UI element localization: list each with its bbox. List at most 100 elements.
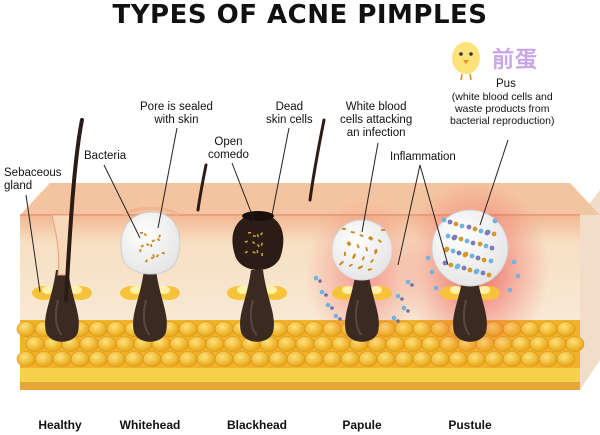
white-blood-cell <box>318 279 322 283</box>
hair-stray-2 <box>308 118 326 202</box>
bacteria <box>338 261 343 266</box>
bacteria <box>374 250 377 255</box>
white-blood-cell <box>406 309 410 313</box>
pus-particle <box>478 228 484 234</box>
fat-cell <box>223 336 243 352</box>
fat-cell <box>88 321 108 337</box>
label-pus-description: (white blood cells and waste products fr… <box>450 91 555 127</box>
fat-cell <box>79 336 99 352</box>
pus-particle <box>441 217 447 223</box>
fat-cell <box>304 351 324 367</box>
pus-particle <box>475 255 481 261</box>
label-bacteria: Bacteria <box>84 150 127 162</box>
fat-cell <box>556 351 576 367</box>
bacteria <box>139 249 142 253</box>
pus-particle <box>469 253 475 259</box>
fat-cell <box>187 336 207 352</box>
fat-cell <box>538 351 558 367</box>
fat-cell <box>520 351 540 367</box>
white-blood-cell <box>338 317 342 321</box>
bacteria <box>348 263 353 268</box>
fat-cell <box>115 336 135 352</box>
fat-cell <box>529 336 549 352</box>
bacteria <box>150 257 154 260</box>
follicle-healthy <box>32 214 92 342</box>
fat-cell <box>196 321 216 337</box>
chick-icon <box>452 42 480 81</box>
pus-particle <box>445 233 451 239</box>
gland-highlight <box>265 286 277 294</box>
fat-cell <box>106 351 126 367</box>
whitehead-plug <box>120 211 181 275</box>
bacteria <box>380 229 385 231</box>
fat-cell <box>430 351 450 367</box>
fat-cell <box>556 321 576 337</box>
gland-highlight <box>370 286 382 294</box>
fat-cell <box>295 336 315 352</box>
hair-healthy <box>64 118 84 302</box>
leader-lines <box>25 127 509 293</box>
white-blood-cell <box>400 297 404 301</box>
bacteria <box>346 242 351 247</box>
fat-cell <box>142 351 162 367</box>
stage-label-healthy: Healthy <box>38 418 82 432</box>
fat-cell <box>160 351 180 367</box>
white-blood-cell <box>319 289 325 295</box>
pus-particle <box>459 223 465 229</box>
bacteria <box>152 254 155 258</box>
open-comedo <box>242 211 274 221</box>
fat-cell <box>196 351 216 367</box>
bacteria <box>352 254 356 259</box>
follicle-bulb <box>453 270 487 342</box>
bacteria <box>143 233 148 237</box>
bacteria <box>347 240 352 246</box>
fat-cell <box>268 351 288 367</box>
follicle-bulb <box>240 270 274 342</box>
white-blood-cell <box>515 273 521 279</box>
white-blood-cell <box>395 293 401 299</box>
fat-cell <box>502 351 522 367</box>
white-blood-cell <box>433 285 439 291</box>
fat-cell <box>565 336 585 352</box>
gland-highlight <box>42 286 54 294</box>
watermark-text: 前蛋 <box>492 48 539 73</box>
fat-cell <box>106 321 126 337</box>
bacteria <box>256 249 259 254</box>
white-blood-cell <box>410 283 414 287</box>
white-blood-cell <box>333 313 339 319</box>
bacteria <box>252 235 256 238</box>
bacteria <box>261 252 263 256</box>
white-blood-cell <box>391 315 397 321</box>
fat-cell <box>88 351 108 367</box>
fat-cell <box>214 321 234 337</box>
label-pus: Pus <box>496 78 516 90</box>
white-blood-cell <box>330 306 334 310</box>
pus-particle <box>492 218 498 224</box>
label-open-comedo: Open comedo <box>208 136 249 161</box>
fat-cell <box>97 336 117 352</box>
bacteria <box>260 232 264 236</box>
bacteria <box>248 232 251 234</box>
bacteria <box>361 256 365 261</box>
bacteria <box>256 244 260 248</box>
bacteria <box>150 244 153 248</box>
bacteria <box>369 235 374 240</box>
follicle-bulb <box>133 270 167 342</box>
fat-cell <box>34 351 54 367</box>
bacteria <box>368 237 373 241</box>
pus-particle <box>470 240 476 246</box>
fat-cell <box>277 336 297 352</box>
pus-particle <box>456 250 462 256</box>
fat-cell <box>547 336 567 352</box>
bacteria <box>252 251 256 254</box>
pus-particle <box>461 265 467 271</box>
follicle-bulb <box>345 270 379 342</box>
fat-cell <box>322 351 342 367</box>
gland-highlight <box>342 286 354 294</box>
label-white-blood: White blood cells attacking an infection <box>340 101 413 139</box>
fat-cell <box>205 336 225 352</box>
pus-particle <box>448 262 454 268</box>
fat-cell <box>214 351 234 367</box>
hair-stray-1 <box>196 163 208 212</box>
